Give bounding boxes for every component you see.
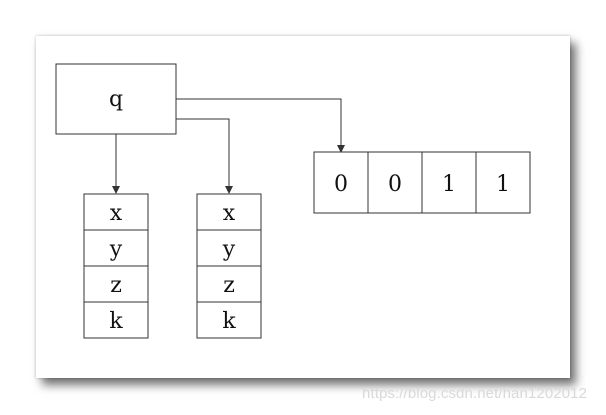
byte-array-cell-0 xyxy=(313,151,369,214)
struct-one-cell-1 xyxy=(83,229,149,267)
struct-two-field-z: z xyxy=(223,273,235,298)
pointer-box-label: q xyxy=(109,87,123,112)
byte-array-cell-1 xyxy=(367,151,423,214)
struct-two-cell-3 xyxy=(196,301,262,339)
pointer-box-frame xyxy=(55,63,177,135)
watermark-url: https://blog.csdn.net/han1202012 xyxy=(362,385,588,402)
struct-two-field-y: y xyxy=(222,237,236,262)
struct-one-field-z: z xyxy=(110,273,122,298)
byte-array-cell-2 xyxy=(421,151,477,214)
struct-one-field-x: x xyxy=(110,201,123,226)
struct-one-cell-0 xyxy=(83,193,149,231)
struct-two-field-x: x xyxy=(223,201,236,226)
struct-two-cell-2 xyxy=(196,265,262,303)
struct-one-field-y: y xyxy=(109,237,123,262)
diagram-card: q x y z k xyxy=(36,36,570,378)
connector-arrows xyxy=(112,98,345,194)
struct-one-cell-3 xyxy=(83,301,149,339)
struct-one-field-k: k xyxy=(109,309,123,334)
struct-two-field-k: k xyxy=(222,309,236,334)
struct-two-cell-1 xyxy=(196,229,262,267)
byte-array: 0 0 1 1 xyxy=(313,151,531,214)
byte-array-value-0: 0 xyxy=(334,172,348,197)
struct-one: x y z k xyxy=(83,193,149,339)
byte-array-value-3: 1 xyxy=(496,172,510,197)
memory-diagram: q x y z k xyxy=(55,63,531,339)
struct-two: x y z k xyxy=(196,193,262,339)
arrow-to-byte-array xyxy=(176,98,345,153)
byte-array-cell-3 xyxy=(475,151,531,214)
byte-array-value-2: 1 xyxy=(442,172,456,197)
arrow-to-struct-two xyxy=(176,118,233,194)
pointer-box: q xyxy=(55,63,177,135)
byte-array-value-1: 0 xyxy=(388,172,402,197)
